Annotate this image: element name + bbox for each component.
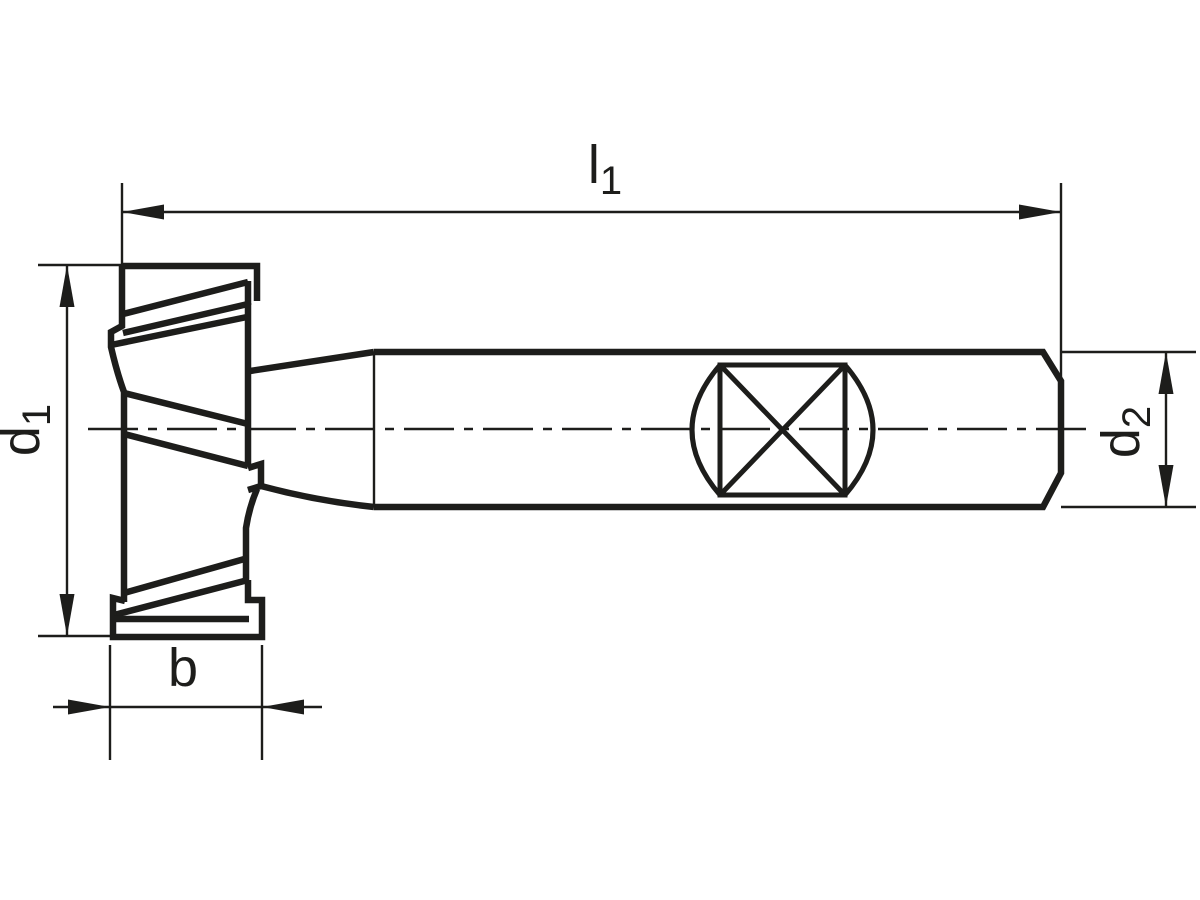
neck-top-line: [249, 348, 375, 375]
tooth-slant-g: [113, 576, 249, 619]
surface-flat-cross-symbol: [689, 362, 876, 498]
flat-symbol-diagonals: [718, 363, 847, 497]
tooth-slant-e: [123, 430, 249, 470]
label-d2-main: d: [1091, 428, 1151, 459]
label-l1-sub: 1: [599, 159, 623, 203]
d2-arrowhead-bottom: [1158, 465, 1174, 507]
label-d2-sub: 2: [1115, 405, 1159, 429]
tooth-slant-a: [122, 278, 249, 318]
b-arrowhead-right: [262, 699, 304, 715]
label-l1-main: l: [587, 135, 600, 195]
l1-arrowhead-left: [122, 204, 164, 220]
head-foot-outline: [109, 580, 266, 641]
l1-arrowhead-right: [1019, 204, 1061, 220]
dimension-b: [53, 645, 322, 760]
label-d2: d2: [1091, 372, 1159, 492]
label-d1: d1: [0, 370, 59, 490]
label-d1-sub: 1: [15, 403, 59, 427]
dimension-d2: [1061, 350, 1196, 509]
neck-bottom-line: [260, 482, 375, 511]
head-left-edge: [107, 266, 128, 602]
head-right-edge-lower: [242, 487, 260, 580]
tooth-slant-c: [110, 313, 248, 349]
label-b: b: [123, 641, 243, 695]
tooth-slant-b: [122, 300, 249, 337]
d2-arrowhead-top: [1158, 352, 1174, 394]
cutter-head-profile: [107, 262, 266, 641]
dimension-d1: [38, 263, 122, 638]
flat-symbol-arcs: [689, 363, 876, 497]
tooth-step-right: [247, 459, 265, 494]
d1-arrowhead-bottom: [59, 594, 75, 636]
d1-arrowhead-top: [59, 265, 75, 307]
shank-outline: [374, 348, 1065, 511]
tooth-slant-f: [123, 554, 249, 597]
neck-profile: [249, 348, 375, 511]
head-top-edge: [122, 262, 261, 301]
label-b-main: b: [167, 638, 199, 698]
tooth-slant-d: [123, 389, 249, 428]
shank-profile: [372, 348, 1065, 511]
label-l1: l1: [540, 138, 670, 201]
b-arrowhead-left: [68, 699, 110, 715]
label-d1-main: d: [0, 426, 51, 456]
dimension-l1: [120, 183, 1063, 380]
